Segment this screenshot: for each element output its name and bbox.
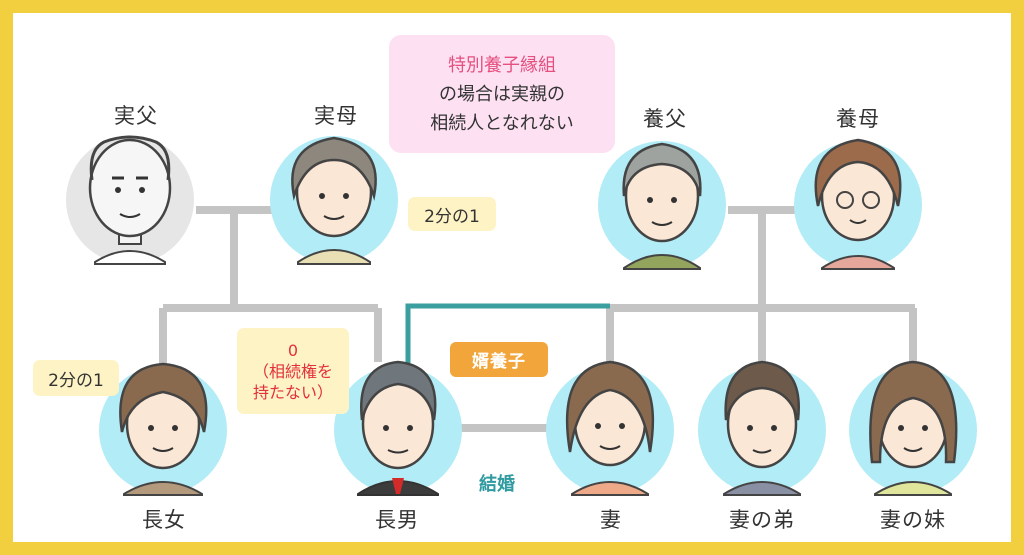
eye bbox=[922, 425, 928, 431]
mouth bbox=[849, 219, 867, 224]
callout-line-1: 特別養子縁組 bbox=[448, 54, 556, 76]
marriage-label: 結婚 bbox=[479, 474, 515, 495]
mouth bbox=[903, 447, 923, 452]
eye bbox=[172, 425, 178, 431]
label-wife: 妻 bbox=[600, 508, 622, 532]
hair bbox=[724, 360, 800, 421]
wife-brother-portrait bbox=[698, 360, 826, 496]
label-wife-sister: 妻の妹 bbox=[880, 508, 946, 532]
glasses-lens bbox=[836, 191, 854, 209]
eye bbox=[771, 425, 777, 431]
eye bbox=[595, 423, 601, 429]
mouth bbox=[752, 449, 772, 454]
adoption-link-line bbox=[405, 303, 610, 365]
eye bbox=[619, 423, 625, 429]
shirt bbox=[821, 255, 895, 270]
wife-sister-portrait bbox=[849, 360, 977, 496]
adopted-son-in-law-badge: 婿養子 bbox=[450, 342, 548, 377]
eye bbox=[747, 425, 753, 431]
biological-father-portrait bbox=[66, 135, 194, 265]
jacket bbox=[623, 254, 701, 270]
daughter-share-note: 2分の1 bbox=[33, 360, 119, 396]
shirt bbox=[571, 481, 649, 496]
hair bbox=[814, 138, 902, 207]
mouth bbox=[119, 213, 141, 218]
eye bbox=[115, 187, 121, 193]
shirt bbox=[723, 481, 801, 496]
callout-line-3: 相続人となれない bbox=[430, 112, 574, 134]
son-share-note-line-1: （相続権を bbox=[252, 361, 333, 381]
mother-share-note: 2分の1 bbox=[408, 197, 496, 231]
mouth bbox=[323, 215, 345, 220]
mouth bbox=[152, 447, 174, 452]
connector-lines bbox=[159, 206, 917, 432]
label-biological-father: 実父 bbox=[114, 104, 158, 128]
shirt bbox=[297, 249, 371, 265]
label-biological-mother: 実母 bbox=[314, 104, 358, 128]
eye bbox=[383, 425, 389, 431]
biological-mother-portrait bbox=[270, 136, 398, 265]
son-share-note: 0 （相続権を 持たない） bbox=[237, 328, 349, 414]
eldest-son-portrait bbox=[334, 360, 462, 496]
adoptive-father-portrait bbox=[598, 141, 726, 270]
eye bbox=[319, 193, 325, 199]
hair bbox=[291, 136, 377, 201]
hair bbox=[119, 362, 208, 433]
eye bbox=[407, 425, 413, 431]
eye bbox=[898, 425, 904, 431]
label-wife-brother: 妻の弟 bbox=[729, 508, 795, 532]
shirt bbox=[94, 250, 166, 265]
eye bbox=[148, 425, 154, 431]
shirt bbox=[123, 481, 203, 496]
callout-line-2: の場合は実親の bbox=[439, 83, 565, 105]
eldest-daughter-portrait bbox=[99, 362, 227, 496]
adoptive-mother-portrait bbox=[794, 138, 922, 270]
label-eldest-son: 長男 bbox=[375, 508, 419, 532]
hair bbox=[869, 360, 958, 464]
eye bbox=[647, 197, 653, 203]
special-adoption-callout: 特別養子縁組 の場合は実親の 相続人となれない bbox=[389, 35, 615, 153]
label-adoptive-mother: 養母 bbox=[836, 107, 880, 131]
mouth bbox=[599, 445, 621, 450]
tie bbox=[392, 478, 404, 494]
hair bbox=[565, 360, 655, 453]
hair bbox=[360, 360, 437, 421]
shirt bbox=[874, 481, 952, 496]
hair bbox=[622, 142, 702, 197]
hair bbox=[89, 135, 171, 181]
label-adoptive-father: 養父 bbox=[643, 107, 687, 131]
face bbox=[88, 138, 172, 238]
son-share-value: 0 bbox=[287, 340, 299, 360]
label-eldest-daughter: 長女 bbox=[142, 508, 186, 532]
wife-portrait bbox=[546, 360, 674, 496]
son-share-note-line-2: 持たない） bbox=[252, 382, 333, 402]
glasses-lens bbox=[862, 191, 880, 209]
eye bbox=[139, 187, 145, 193]
mouth bbox=[651, 221, 673, 226]
eye bbox=[671, 197, 677, 203]
eye bbox=[343, 193, 349, 199]
mouth bbox=[387, 449, 409, 454]
